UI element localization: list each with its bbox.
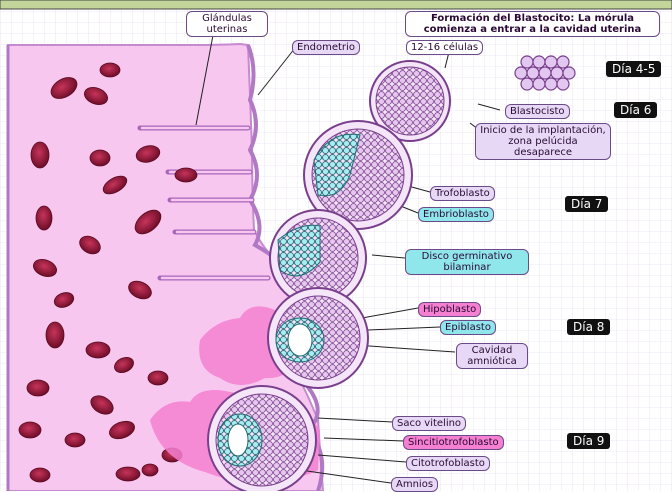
label-trofoblasto: Trofoblasto <box>430 186 495 201</box>
badge-day-4-5: Día 4-5 <box>606 61 661 77</box>
embryo-day8 <box>268 288 368 388</box>
label-celulas: 12-16 células <box>406 40 483 55</box>
badge-day-6: Día 6 <box>614 102 657 118</box>
label-embrioblasto: Embrioblasto <box>418 207 494 222</box>
morula <box>515 56 575 90</box>
label-formacion: Formación del Blastocito: La mórula comi… <box>405 11 660 37</box>
label-endometrio: Endometrio <box>292 40 360 55</box>
label-amnios: Amnios <box>391 477 438 492</box>
top-band <box>0 0 672 9</box>
label-disco: Disco germinativo bilaminar <box>405 249 529 275</box>
label-glandulas: Glándulas uterinas <box>186 11 268 37</box>
badge-day-9: Día 9 <box>567 433 610 449</box>
badge-day-8: Día 8 <box>567 319 610 335</box>
label-blastocisto: Blastocisto <box>505 104 570 119</box>
label-saco: Saco vitelino <box>392 416 466 431</box>
label-hipoblasto: Hipoblasto <box>418 302 481 317</box>
label-citotrofo: Citotrofoblasto <box>406 456 490 471</box>
label-epiblasto: Epiblasto <box>440 320 496 335</box>
label-cavidad: Cavidad amniótica <box>456 343 528 369</box>
label-sincitio: Sincitiotrofoblasto <box>403 435 504 450</box>
label-implantacion: Inicio de la implantación, zona pelúcida… <box>475 123 611 160</box>
badge-day-7: Día 7 <box>565 196 608 212</box>
embryo-day9 <box>208 386 316 491</box>
